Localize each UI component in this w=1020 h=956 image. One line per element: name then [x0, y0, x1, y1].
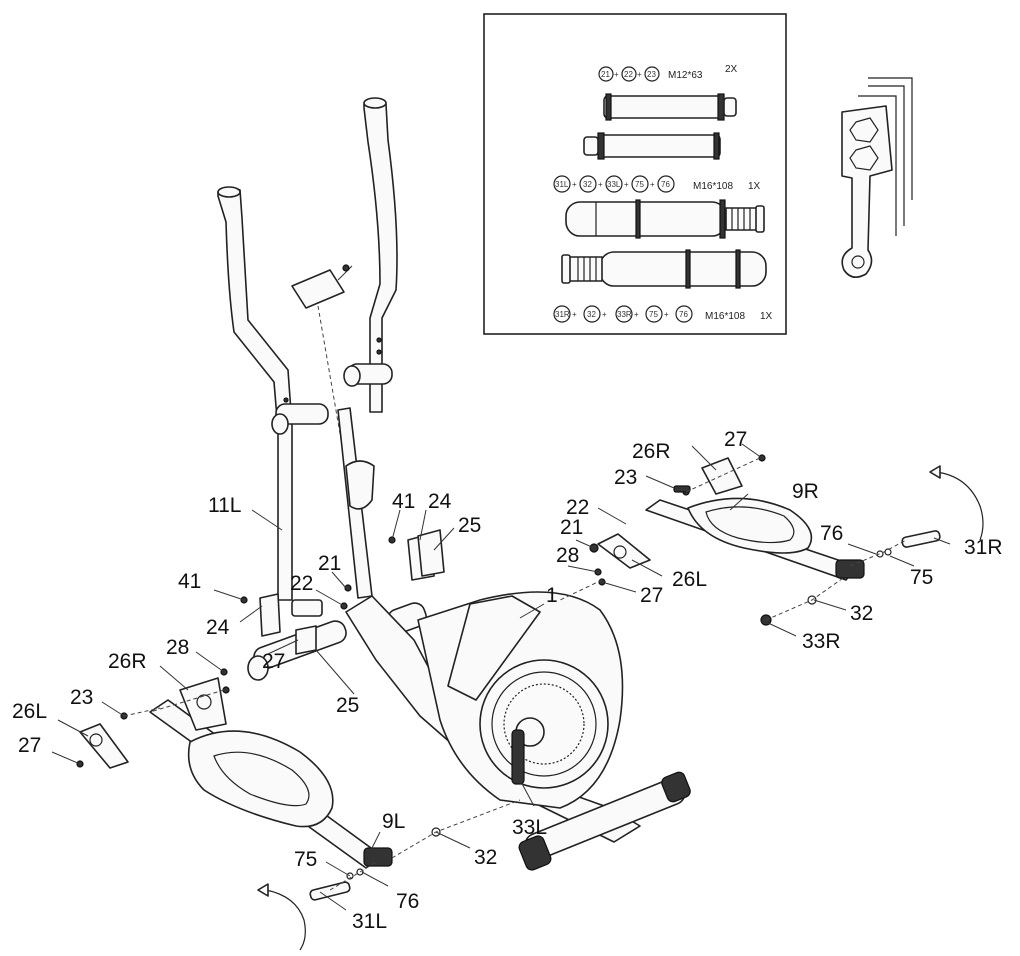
callout-31R: 31R	[964, 536, 1003, 559]
inset-row2-spec: M16*108	[693, 181, 733, 192]
rotation-arrow-left	[257, 883, 306, 951]
callout-11L: 11L	[208, 494, 241, 517]
callout-75-right: 75	[910, 566, 933, 589]
rear-stabilizer	[518, 771, 691, 871]
console-mast	[291, 264, 375, 599]
callout-24-left: 24	[206, 616, 230, 639]
inset-row1-part-3: 23	[647, 70, 656, 79]
svg-text:+: +	[602, 310, 607, 319]
callout-27-left: 27	[262, 650, 285, 673]
callout-28-left: 28	[166, 636, 189, 659]
callout-75-left: 75	[294, 848, 317, 871]
svg-text:+: +	[598, 180, 603, 189]
inset-row3-part-3: 33R	[617, 310, 632, 319]
callout-31L: 31L	[352, 910, 387, 933]
svg-text:+: +	[634, 310, 639, 319]
inset-row1-spec: M12*63	[668, 70, 703, 81]
svg-text:+: +	[572, 180, 577, 189]
callout-76-right: 76	[820, 522, 843, 545]
svg-text:+: +	[637, 70, 642, 79]
callout-23-right: 23	[614, 466, 637, 489]
inset-row-2: 31L + 32 + 33L + 75 + 76 M16*108 1X	[553, 175, 761, 193]
inset-row2-part-4: 75	[635, 180, 644, 189]
callout-25-lower: 25	[336, 694, 359, 717]
wrench	[841, 105, 893, 278]
svg-text:+: +	[664, 310, 669, 319]
flywheel-housing	[417, 591, 624, 809]
left-pedal-arm	[149, 699, 393, 869]
inset-bolt-m16-b	[561, 249, 767, 289]
leader-lines	[51, 443, 951, 911]
tools	[841, 77, 913, 278]
callout-9R: 9R	[792, 480, 819, 503]
callout-32-right: 32	[850, 602, 873, 625]
callout-76-left: 76	[396, 890, 419, 913]
allen-keys	[858, 77, 913, 236]
callout-28-right: 28	[556, 544, 579, 567]
right-handlebar	[343, 97, 398, 413]
svg-text:+: +	[572, 310, 577, 319]
inset-row3-part-4: 75	[649, 310, 658, 319]
callout-1: 1	[546, 584, 558, 607]
callout-22-left: 22	[290, 572, 313, 595]
callout-27-far-left: 27	[18, 734, 41, 757]
callout-26R-right: 26R	[632, 440, 671, 463]
inset-row3-spec: M16*108	[705, 311, 745, 322]
inset-row1-qty: 2X	[725, 64, 738, 75]
callout-33R: 33R	[802, 630, 841, 653]
rotation-arrow-right	[929, 465, 984, 541]
callout-21-right: 21	[560, 516, 583, 539]
callout-22-right: 22	[566, 496, 589, 519]
svg-text:+: +	[614, 70, 619, 79]
inset-row-3: 31R + 32 + 33R + 75 + 76 M16*108 1X	[553, 305, 773, 323]
inset-row-1: 21 + 22 + 23 M12*63 2X	[598, 64, 738, 82]
inset-row2-qty: 1X	[748, 181, 761, 192]
callout-21-left: 21	[318, 552, 341, 575]
inset-bolt-m12-b	[583, 132, 721, 160]
callout-26L-left: 26L	[12, 700, 47, 723]
right-pedal-arm	[645, 497, 865, 581]
inset-bolt-m16-a	[565, 199, 765, 239]
inset-row3-part-5: 76	[679, 310, 688, 319]
inset-row2-part-1: 31L	[555, 180, 569, 189]
hardware-inset: 21 + 22 + 23 M12*63 2X 31L +	[483, 13, 787, 335]
left-handlebar	[217, 186, 329, 601]
inset-row3-qty: 1X	[760, 311, 773, 322]
svg-text:+: +	[650, 180, 655, 189]
callout-25-center: 25	[458, 514, 481, 537]
svg-text:+: +	[624, 180, 629, 189]
inset-row1-part-2: 22	[624, 70, 633, 79]
inset-row3-part-2: 32	[587, 310, 596, 319]
inset-row3-part-1: 31R	[555, 310, 570, 319]
inset-bolt-m12-a	[603, 93, 737, 121]
inset-row2-part-3: 33L	[607, 180, 621, 189]
elliptical-machine	[76, 97, 984, 951]
callout-26R-left: 26R	[108, 650, 147, 673]
callout-33L: 33L	[512, 816, 547, 839]
callout-9L: 9L	[382, 810, 405, 833]
callout-41-left: 41	[178, 570, 201, 593]
callout-26L-right: 26L	[672, 568, 707, 591]
callout-27-right-top: 27	[724, 428, 747, 451]
callout-41-center: 41	[392, 490, 415, 513]
callout-23-left: 23	[70, 686, 93, 709]
part-callouts: 1 11L 41 24 21 22 41 24 25 27 25 26R 28 …	[12, 428, 1003, 933]
brackets	[79, 457, 743, 769]
callout-32-left: 32	[474, 846, 497, 869]
inset-row2-part-2: 32	[583, 180, 592, 189]
callout-24-center: 24	[428, 490, 452, 513]
inset-row2-part-5: 76	[661, 180, 670, 189]
inset-row1-part-1: 21	[601, 70, 610, 79]
callout-27-right-lower: 27	[640, 584, 663, 607]
